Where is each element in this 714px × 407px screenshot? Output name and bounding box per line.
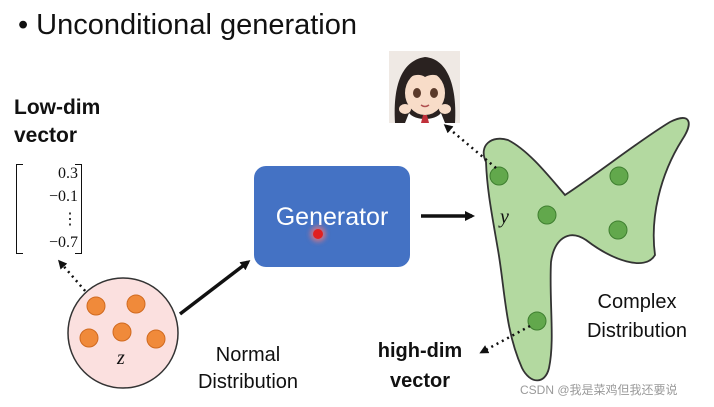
normal-sample-dot [112,322,132,342]
normal-label-line-1: Normal [215,344,281,366]
low-dim-vector-matrix: 0.3 −0.1 ⋮ −0.7 [12,162,82,256]
laser-pointer-dot [313,229,323,239]
generator-box: Generator [254,166,410,267]
vector-value: 0.3 [58,165,78,182]
normal-label-line-2: Distribution [197,371,299,393]
vector-value: −0.1 [48,188,78,205]
normal-sample-dot [126,294,146,314]
bullet-point: • [18,9,29,41]
vector-value-ellipsis: ⋮ [62,211,78,228]
normal-sample-dot [86,296,106,316]
normal-sample-dot [146,329,166,349]
z-symbol: z [116,347,125,369]
left-bracket [16,164,23,254]
complex-sample-dot [489,166,509,186]
anime-face-icon [389,51,460,123]
complex-distribution-label: Complex Distribution [566,288,708,346]
generator-label: Generator [275,202,389,231]
high-dim-label-line-2: vector [389,370,451,392]
high-dim-label-line-1: high-dim [377,340,463,362]
complex-sample-dot [608,220,628,240]
normal-sample-dot [79,328,99,348]
low-dim-vector-label: Low-dim vector [14,94,100,150]
complex-label-line-2: Distribution [586,320,688,342]
low-dim-label-line-1: Low-dim [14,96,101,119]
right-bracket [75,164,82,254]
watermark: CSDN @我是菜鸡但我还要说 [520,383,678,397]
slide-title: •Unconditional generation [18,8,357,42]
vector-values: 0.3 −0.1 ⋮ −0.7 [22,162,78,254]
normal-distribution-label: Normal Distribution [187,342,309,396]
title-text: Unconditional generation [36,9,357,41]
complex-sample-dot [537,205,557,225]
complex-sample-dot [609,166,629,186]
dotted-arrow-to-vector [58,259,94,301]
y-symbol: y [498,206,509,228]
dotted-arrow-to-image [443,124,497,169]
low-dim-label-line-2: vector [14,124,78,147]
complex-label-line-1: Complex [597,291,677,313]
complex-sample-dot [527,311,547,331]
vector-value: −0.7 [48,234,78,251]
arrow-to-generator [178,260,251,316]
anime-face-image [389,51,460,123]
high-dim-vector-label: high-dim vector [362,336,478,396]
